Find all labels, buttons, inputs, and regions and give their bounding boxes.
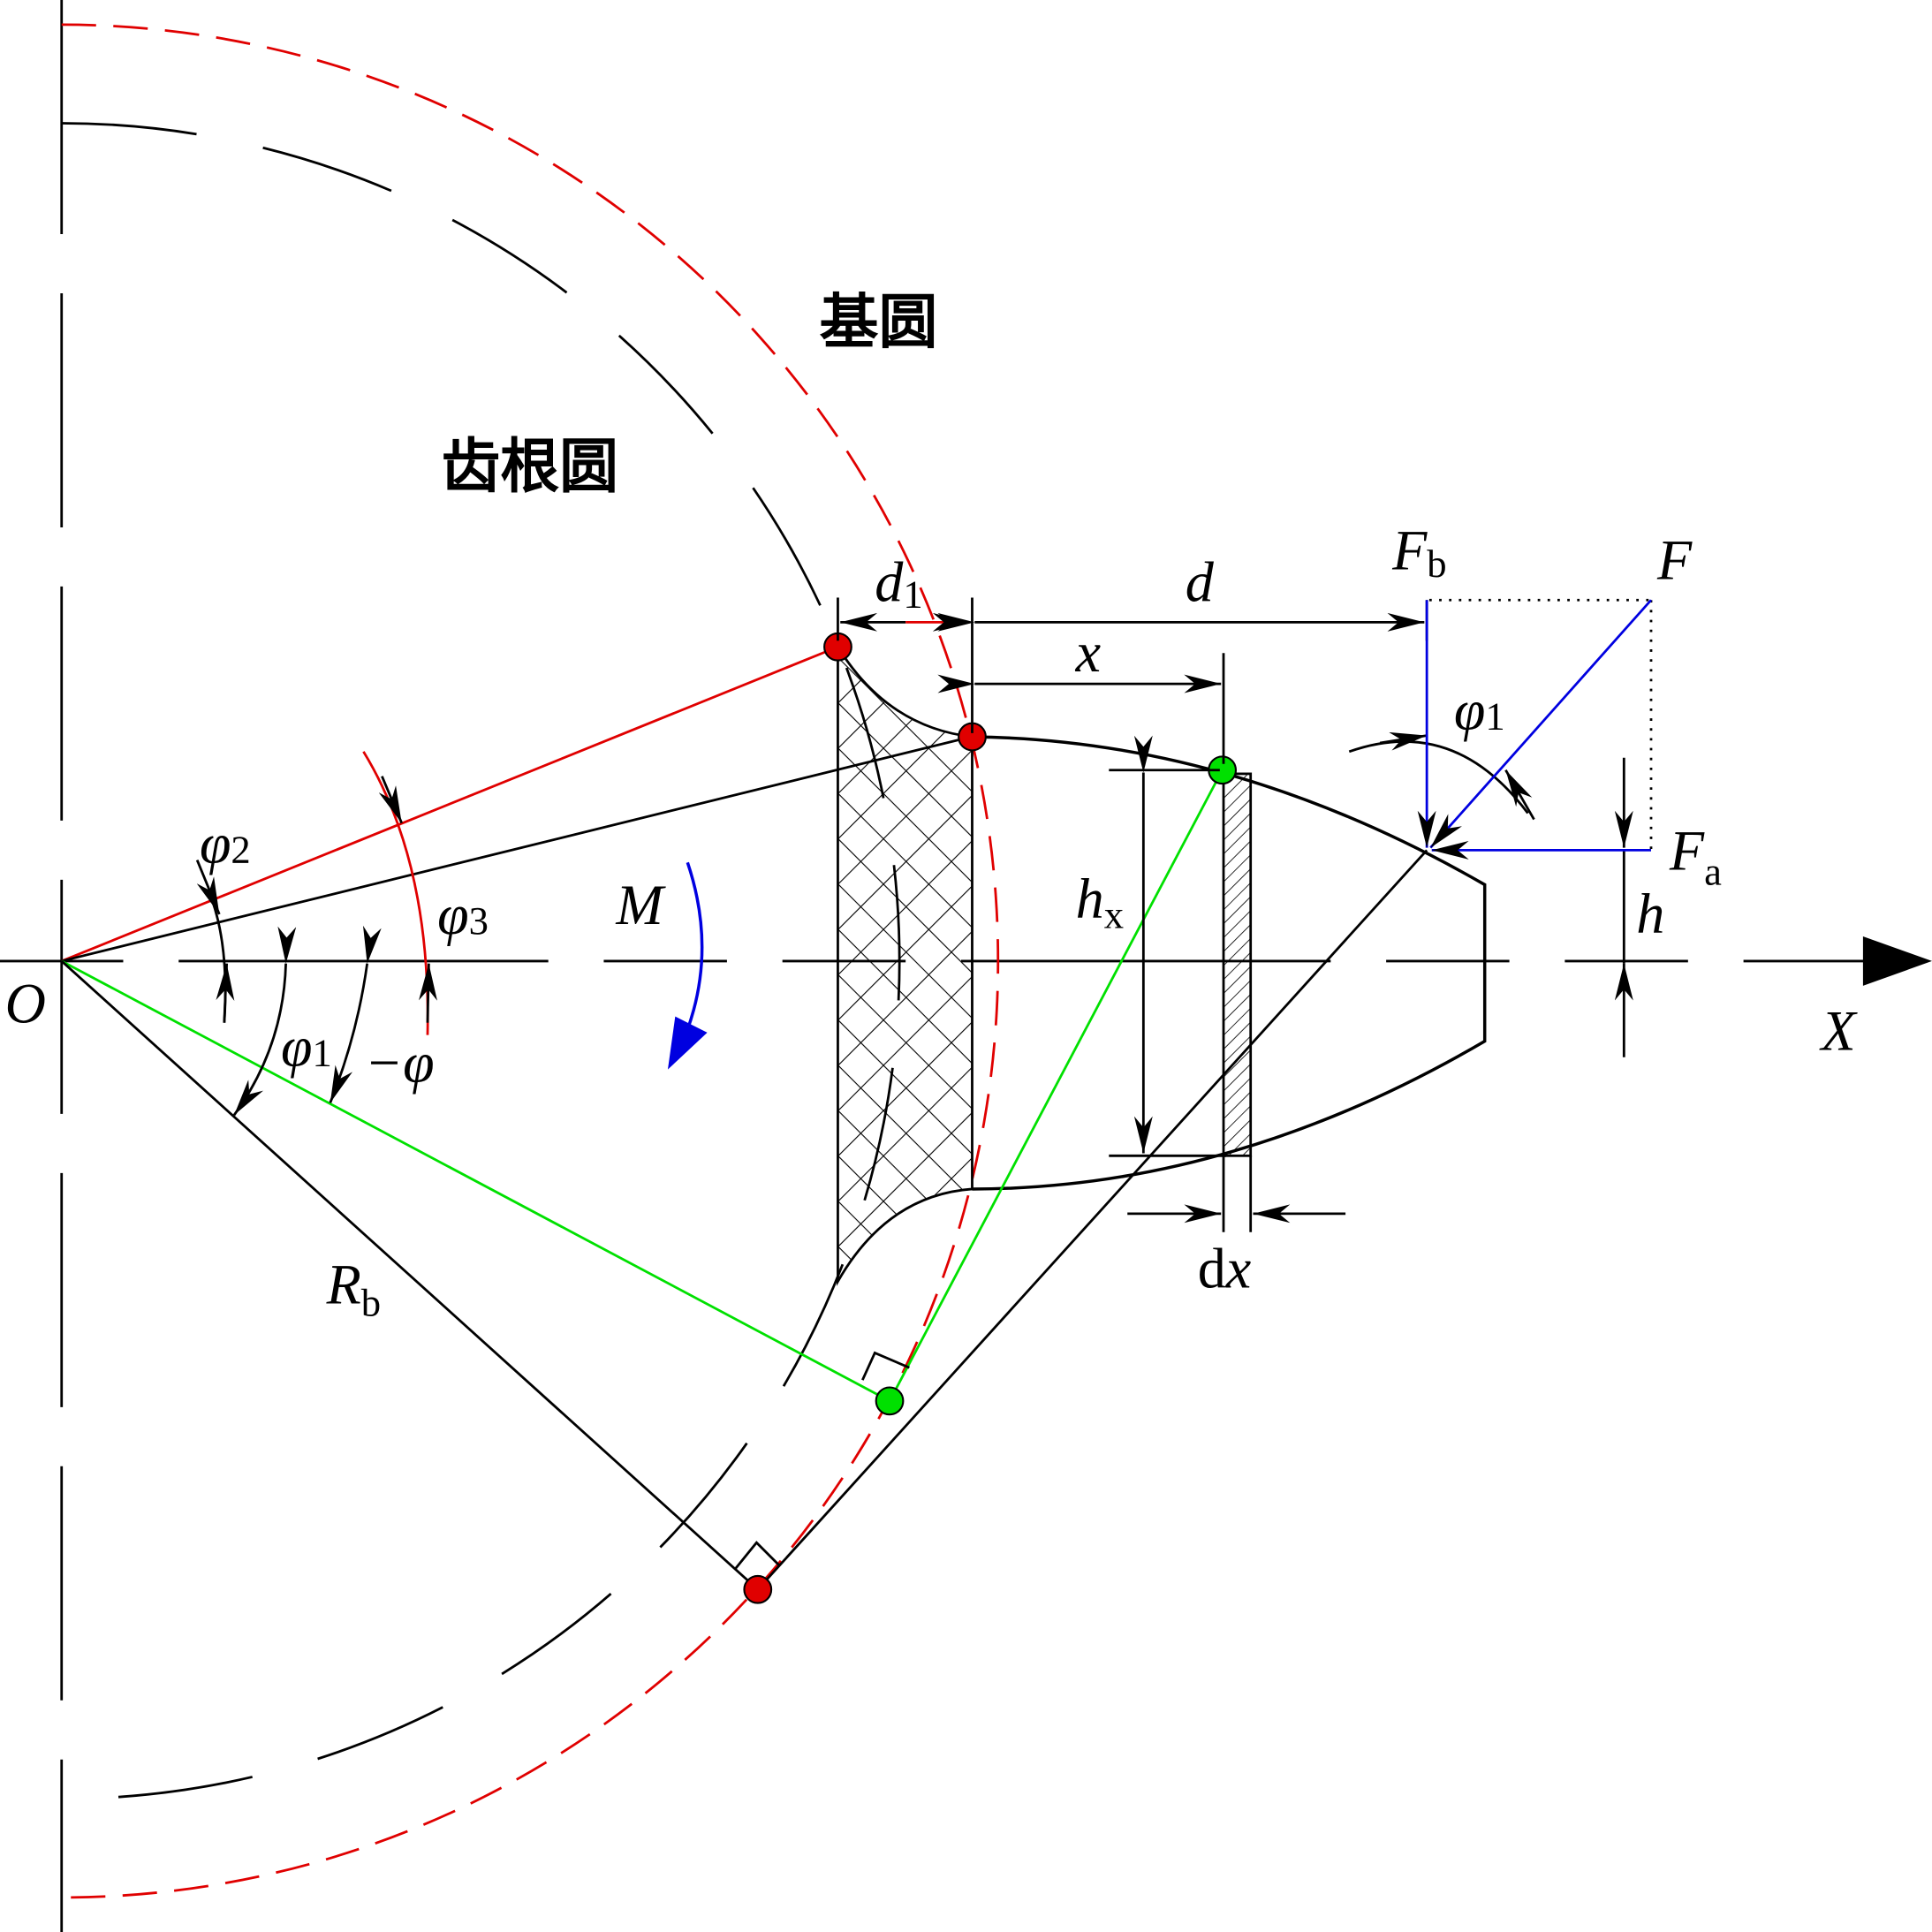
black-radial-line — [61, 738, 962, 963]
green-radial-line — [61, 959, 890, 1403]
x-axis-label: X — [1818, 999, 1858, 1062]
phi2-arrow-icon — [195, 860, 221, 915]
phi3-arc — [362, 751, 429, 1035]
moment-label: M — [615, 874, 666, 936]
root-circle-label: 齿根圆 — [441, 432, 618, 501]
phi2-arrow-icon — [216, 963, 235, 1023]
phi3-arrow-icon — [378, 776, 403, 824]
phi1-arc — [232, 926, 297, 1117]
red-radial-line — [61, 645, 838, 963]
x-axis-arrow-icon — [1862, 936, 1932, 986]
phi3-label: φ3 — [437, 883, 489, 946]
moment-arrow-icon — [667, 1016, 708, 1070]
base-circle-label: 基圆 — [820, 288, 938, 357]
origin-label: O — [5, 973, 46, 1035]
Fb-label: Fb — [1391, 519, 1447, 585]
phi-arc — [329, 925, 382, 1103]
right-angle-mark — [734, 1541, 780, 1570]
red-point — [743, 1574, 773, 1604]
action-line — [756, 849, 1428, 1591]
d1-label: d1 — [875, 551, 922, 617]
base-circle — [61, 23, 1000, 1899]
element-strip — [1222, 772, 1253, 1157]
green-tangent-line — [888, 769, 1224, 1402]
phi2-label: φ2 — [200, 812, 251, 875]
phi1-arrow-icon — [1504, 769, 1535, 821]
force-F — [1429, 599, 1653, 849]
phi1-arrow-icon — [1379, 731, 1428, 751]
Fa-label: Fa — [1669, 820, 1722, 894]
phi1-label: φ1 — [281, 1015, 332, 1078]
h-label: h — [1636, 883, 1664, 945]
green-point — [875, 1386, 905, 1416]
F-label: F — [1656, 529, 1693, 592]
right-angle-mark — [861, 1351, 910, 1381]
rb-label: Rb — [326, 1254, 382, 1325]
hx-label: hx — [1076, 868, 1124, 936]
phi1-force-arc — [1348, 740, 1529, 814]
neg-phi-label: −φ — [365, 1032, 435, 1095]
dx-label: dx — [1198, 1238, 1252, 1300]
rb-line — [60, 959, 759, 1591]
x-label: x — [1075, 621, 1101, 684]
d-label: d — [1186, 551, 1215, 614]
phi1-force-label: φ1 — [1454, 679, 1505, 742]
